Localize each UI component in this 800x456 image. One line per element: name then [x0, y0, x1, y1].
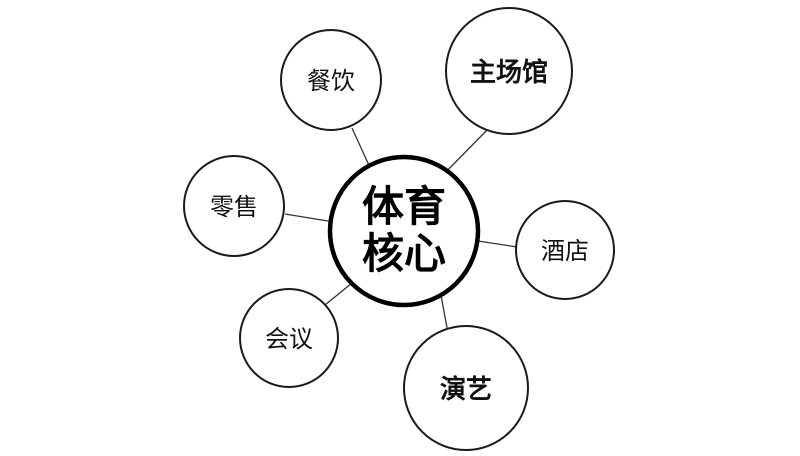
node-conference-circle	[239, 288, 339, 388]
node-retail-circle	[183, 155, 285, 257]
connector-retail	[284, 213, 335, 223]
center-circle	[327, 154, 481, 308]
connector-hotel	[477, 240, 518, 248]
node-performance-label: 演艺	[440, 374, 492, 405]
center-label-line1: 体育	[362, 182, 446, 231]
connector-conference	[324, 282, 353, 306]
node-main-venue-circle	[445, 7, 573, 135]
node-performance: 演艺	[403, 325, 529, 451]
node-hotel-label: 酒店	[541, 237, 589, 265]
node-hotel: 酒店	[515, 200, 615, 300]
node-catering-circle	[280, 29, 382, 131]
center-node: 体育 核心	[327, 154, 481, 308]
node-conference-label: 会议	[265, 325, 313, 353]
node-performance-circle	[403, 325, 529, 451]
node-retail: 零售	[183, 155, 285, 257]
center-label-line2: 核心	[362, 229, 446, 278]
node-conference: 会议	[239, 288, 339, 388]
node-retail-label: 零售	[210, 193, 258, 221]
node-main-venue: 主场馆	[445, 7, 573, 135]
node-catering: 餐饮	[280, 29, 382, 131]
node-main-venue-label: 主场馆	[470, 57, 548, 88]
node-hotel-circle	[515, 200, 615, 300]
node-catering-label: 餐饮	[307, 67, 355, 95]
